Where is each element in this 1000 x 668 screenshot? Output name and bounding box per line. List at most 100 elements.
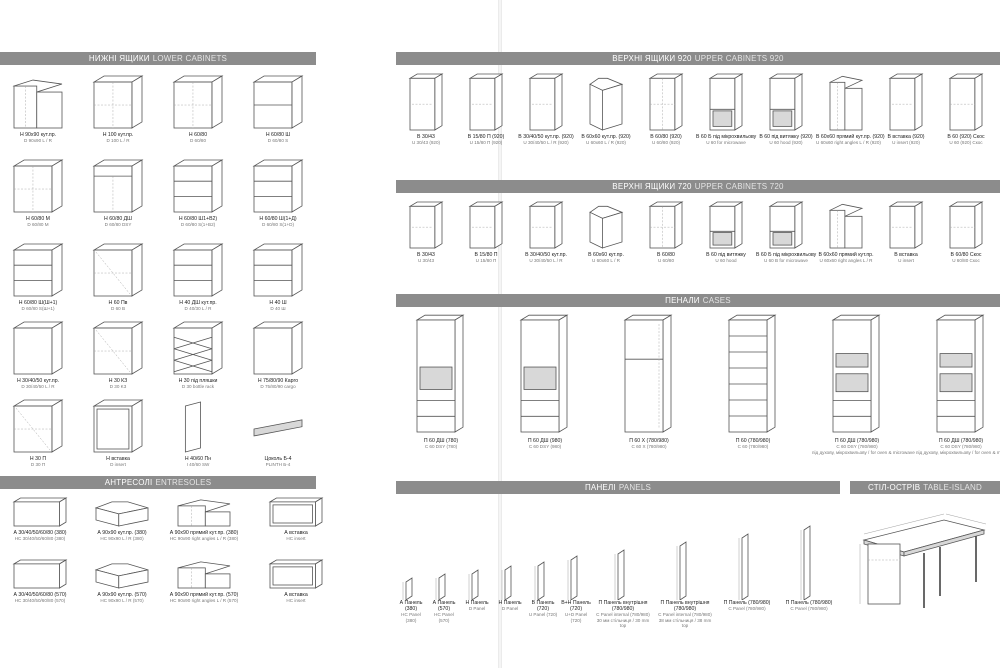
entresole-name: А 90х90 кут.пр. (380) — [97, 530, 147, 536]
lower-cabinet-code: D insert — [110, 462, 126, 467]
upper-720-cabinet-code: U 60х60 L / R — [592, 258, 620, 263]
entresole-drawing-icon — [177, 499, 231, 527]
section-title-ua: АНТРЕСОЛІ — [104, 478, 153, 487]
entresole-item: А 30/40/50/60/80 (570)НС 30/40/50/60/80 … — [0, 556, 80, 604]
upper-720-cabinet-name: В 60/80 — [657, 252, 675, 258]
entresole-code: НС 90х90 right angles L / R (380) — [169, 536, 239, 541]
panel-name: П Панель внутрішня (780/980) — [660, 600, 710, 612]
upper-920-cabinet-item: В 60х60 кут.пр. (920)U 60х60 L / R (920) — [576, 70, 636, 146]
case-item: П 60 ДШ (780/980)С 60 DSY (780/980)під д… — [812, 310, 915, 455]
upper-920-cabinet-name: В 60х60 прямий кут.пр. (920) — [816, 134, 885, 140]
lower-cabinet-item: Н 30/40/50 кут.пр.D 30/40/50 L / R — [0, 318, 76, 390]
upper-720-cabinet-name: В 15/80 П — [474, 252, 498, 258]
upper-720-cabinet-item: В 60х60 прямий кут.пр.U 60х60 right angl… — [816, 198, 876, 264]
lower-cabinet-code: D 100 L / R — [106, 138, 130, 143]
upper-720-cabinet-code: U 30/43 — [417, 258, 435, 263]
case-name: П 60 ДШ (980) — [527, 438, 563, 444]
lower-cabinet-code: D 60/80 S — [267, 138, 289, 143]
section-title-ua: ПАНЕЛІ — [584, 483, 616, 492]
upper-920-cabinet-drawing-icon — [648, 73, 684, 131]
panel-name: П Панель (780/980) — [785, 600, 833, 606]
upper-720-cabinet-code: U 60 hood — [715, 258, 737, 263]
lower-cabinet-name: Н 30 П — [29, 456, 47, 462]
upper-920-cabinet-name: В 60 (920) Скос — [947, 134, 985, 140]
case-name: П 60 ДШ (780/980) — [938, 438, 984, 444]
lower-cabinet-name: Н 90х90 кут.пр. — [19, 132, 57, 138]
upper-720-cabinet-code: U 60х60 right angles L / R — [819, 258, 873, 263]
page-fold — [498, 0, 502, 668]
panel-drawing-icon — [800, 525, 811, 600]
case-name: П 60 (780/980) — [735, 438, 771, 444]
case-name: П 60 ДШ (780/980) — [834, 438, 880, 444]
panel-note: 38 мм стільниця / 38 mm top — [658, 617, 712, 629]
entresole-code: НС 30/40/50/60/80 (380) — [14, 536, 66, 541]
lower-cabinet-name: Цоколь Б-4 — [264, 456, 292, 462]
section-title-en: ENTRESOLES — [155, 478, 212, 487]
case-drawing-icon — [831, 314, 881, 433]
case-name: П 60 ДШ (780) — [423, 438, 459, 444]
upper-720-cabinet-drawing-icon — [468, 201, 504, 249]
case-drawing-icon — [623, 314, 673, 433]
case-code: С 60 DSY (780/980) — [940, 444, 982, 449]
lower-cabinet-drawing-icon — [12, 79, 63, 129]
entresole-drawing-icon — [12, 497, 68, 527]
upper-920-cabinet-name: В 60х60 кут.пр. (920) — [581, 134, 631, 140]
upper-720-cabinet-code: U 60 B for microwave — [764, 258, 808, 263]
lower-cabinet-drawing-icon — [12, 159, 64, 213]
upper-920-cabinet-drawing-icon — [408, 73, 444, 131]
entresole-code: НС 30/40/50/60/80 (570) — [14, 598, 66, 603]
upper-920-cabinet-code: U 60 (920) Скос — [949, 140, 983, 145]
lower-cabinet-name: Н 60/80 Ш1+В2) — [178, 216, 218, 222]
panel-code: НС Panel (380) — [401, 612, 421, 623]
entresole-code: НС 90х90 L / R (570) — [100, 598, 144, 603]
case-code: С 60 DSY (780/980) — [836, 444, 878, 449]
panel-item: П Панель (780/980)С Panel (780/980) — [720, 532, 774, 612]
lower-cabinet-name: Н 60/80 Ш(Ш+1) — [18, 300, 58, 306]
case-code: С 60 DSY (980) — [528, 444, 562, 449]
case-item: П 60 (780/980)С 60 (780/980) — [708, 310, 798, 450]
case-drawing-icon — [727, 314, 777, 433]
entresole-drawing-icon — [94, 563, 149, 589]
upper-920-cabinet-drawing-icon — [708, 73, 744, 131]
lower-cabinet-name: Н 40 ДШ кут.пр. — [179, 300, 217, 306]
lower-cabinet-drawing-icon — [12, 399, 64, 453]
upper-920-cabinet-code: U 60 for microwave — [706, 140, 746, 145]
panel-code: НС Panel (570) — [434, 612, 454, 623]
lower-cabinet-code: D 30/40/50 L / R — [21, 384, 55, 389]
entresole-item: А 30/40/50/60/80 (380)НС 30/40/50/60/80 … — [0, 494, 80, 542]
upper-920-cabinet-item: В 60 під витяжку (920)U 60 hood (920) — [756, 70, 816, 146]
lower-cabinet-name: Н 60/80 — [188, 132, 208, 138]
lower-cabinet-name: Н 75/80/90 Карго — [257, 378, 299, 384]
case-code: С 60 X (780/980) — [631, 444, 667, 449]
section-title-en: TABLE-ISLAND — [923, 483, 982, 492]
lower-cabinet-code: D 30 bottle rack — [181, 384, 215, 389]
table-island-icon — [859, 513, 987, 608]
panel-drawing-icon — [534, 561, 545, 600]
upper-920-cabinet-code: U insert (920) — [892, 140, 920, 145]
panel-name: П Панель внутрішня (780/980) — [598, 600, 648, 612]
upper-720-cabinet-name: В 60х60 прямий кут.пр. — [818, 252, 874, 258]
case-drawing-icon — [519, 314, 569, 433]
upper-720-cabinet-name: В 30/43 — [417, 252, 435, 258]
lower-cabinet-item: Н 60/80 Ш(1+Д)D 60/80 S(1+D) — [240, 156, 316, 228]
lower-cabinet-name: Н 40 Ш — [269, 300, 287, 306]
entresole-item: А 90х90 прямий кут.пр. (570)НС 90х90 rig… — [164, 556, 244, 604]
panel-drawing-icon — [435, 573, 446, 600]
panel-note: 30 мм стільниця / 30 mm top — [596, 617, 650, 629]
entresole-code: НС 90х90 L / R (380) — [100, 536, 144, 541]
